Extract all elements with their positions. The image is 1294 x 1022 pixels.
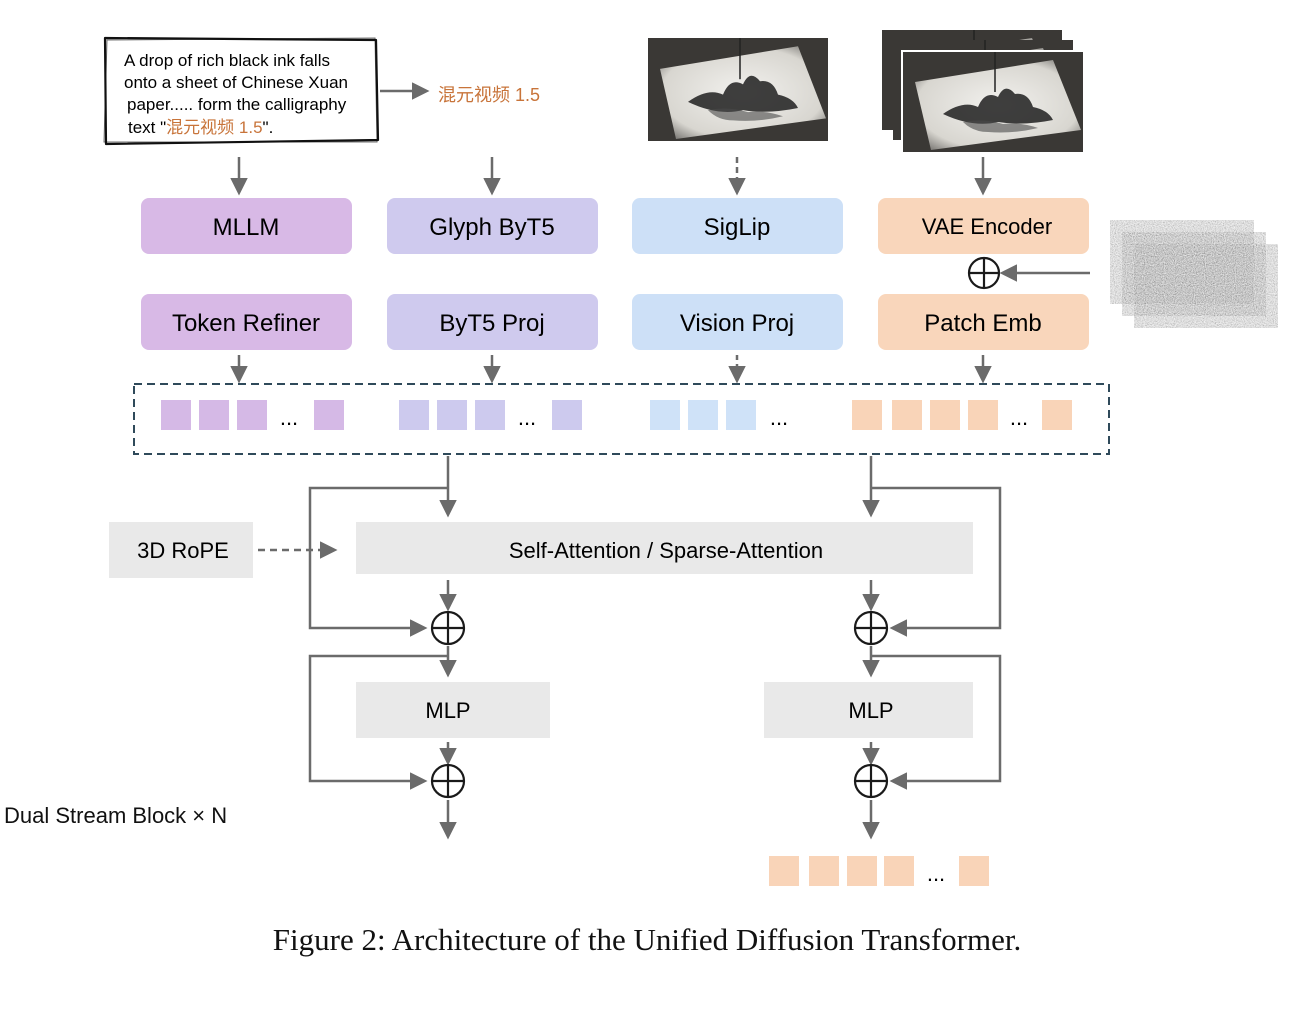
output-tokens: [769, 856, 989, 886]
right-mlp-box: [764, 682, 973, 738]
prompt-line-4: text "混元视频 1.5".: [128, 118, 273, 137]
vae-encoder-box: [878, 198, 1089, 254]
glyph-tokens: [399, 400, 582, 430]
left-mlp-box: [356, 682, 550, 738]
attention-label: Self-Attention / Sparse-Attention: [509, 538, 823, 563]
byt5-proj-label: ByT5 Proj: [439, 310, 544, 337]
token-refiner-box: [141, 294, 352, 350]
right-mlp-label: MLP: [848, 698, 893, 723]
rope-box: [109, 522, 253, 578]
patch-emb-label: Patch Emb: [924, 310, 1041, 337]
token-refiner-label: Token Refiner: [172, 310, 320, 337]
prompt-text-box: A drop of rich black ink falls onto a sh…: [103, 36, 380, 146]
vae-encoder-label: VAE Encoder: [922, 214, 1052, 239]
rope-label: 3D RoPE: [137, 538, 229, 563]
left-attn-plus-icon: [430, 610, 466, 646]
prompt-line-3: paper..... form the calligraphy: [127, 95, 347, 114]
glyph-tokens-ellipsis: ...: [518, 405, 536, 430]
noise-plus-icon: [967, 256, 1001, 290]
vision-proj-label: Vision Proj: [680, 310, 794, 337]
prompt-line-1: A drop of rich black ink falls: [124, 51, 330, 70]
vision-tokens-ellipsis: ...: [770, 405, 788, 430]
glyph-byt5-label: Glyph ByT5: [429, 214, 554, 241]
left-mlp-plus-icon: [430, 763, 466, 799]
output-tokens-ellipsis: ...: [927, 861, 945, 886]
text-tokens-ellipsis: ...: [280, 405, 298, 430]
byt5-proj-box: [387, 294, 598, 350]
token-sequence-container: [133, 383, 1110, 455]
vision-tokens: [650, 400, 756, 430]
prompt-line-2: onto a sheet of Chinese Xuan: [124, 73, 348, 92]
reference-image: [647, 37, 829, 142]
glyph-text: 混元视频 1.5: [438, 85, 540, 105]
dual-stream-block-label: Dual Stream Block × N: [4, 803, 228, 828]
text-tokens: [161, 400, 344, 430]
right-stream-connectors: [862, 456, 1002, 840]
attention-box: [356, 522, 973, 574]
siglip-box: [632, 198, 843, 254]
figure-caption: Figure 2: Architecture of the Unified Di…: [272, 922, 1022, 957]
left-stream-connectors: [308, 456, 457, 840]
mllm-label: MLLM: [213, 214, 280, 241]
video-tokens-ellipsis: ...: [1010, 405, 1028, 430]
siglip-label: SigLip: [704, 214, 771, 241]
video-tokens: [852, 400, 1072, 430]
left-mlp-label: MLP: [425, 698, 470, 723]
noise-frames: [1109, 219, 1279, 329]
right-attn-plus-icon: [853, 610, 889, 646]
video-frames: [881, 29, 1085, 154]
mllm-box: [141, 198, 352, 254]
right-mlp-plus-icon: [853, 763, 889, 799]
vision-proj-box: [632, 294, 843, 350]
glyph-byt5-box: [387, 198, 598, 254]
patch-emb-box: [878, 294, 1089, 350]
